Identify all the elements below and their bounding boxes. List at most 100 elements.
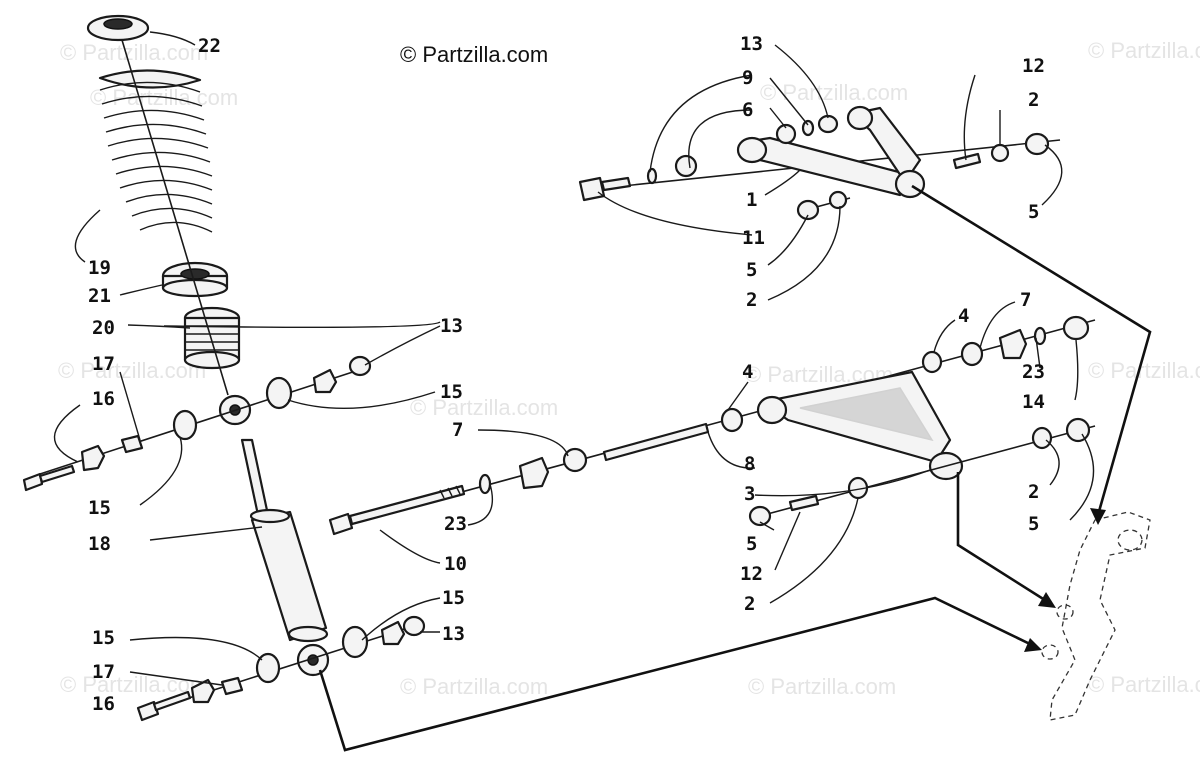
watermark: © Partzilla.com (400, 674, 548, 699)
rubber-bushing-part (341, 625, 369, 659)
watermark: © Partzilla.com (1088, 358, 1200, 383)
callout-17: 17 (92, 353, 115, 375)
bracket-plate-part (312, 368, 338, 394)
nut-part (817, 114, 839, 134)
callout-18: 18 (88, 533, 111, 555)
bushing-part (775, 123, 797, 145)
bushing-part (720, 407, 744, 433)
spring-seat-part (161, 261, 229, 298)
callout-5: 5 (1028, 513, 1039, 535)
bushing-part (562, 447, 588, 473)
callout-15: 15 (440, 381, 463, 403)
callout-23: 23 (1022, 361, 1045, 383)
bracket-plate-part (518, 456, 550, 490)
watermark: © Partzilla.com (60, 40, 208, 65)
callout-20: 20 (92, 317, 115, 339)
bushing-part (674, 154, 698, 178)
callout-2: 2 (1028, 89, 1039, 111)
pivot-sleeve-part (788, 494, 820, 512)
nut-part (1024, 132, 1050, 156)
spring-cap-part (86, 14, 150, 42)
callout-11: 11 (742, 227, 765, 249)
washer-part (1033, 326, 1047, 346)
callout-16: 16 (92, 388, 115, 410)
watermark: © Partzilla.com (760, 80, 908, 105)
pivot-sleeve-part (952, 152, 982, 170)
callout-5: 5 (746, 259, 757, 281)
callout-2: 2 (1028, 481, 1039, 503)
callout-2: 2 (746, 289, 757, 311)
rubber-bushing-part (172, 409, 198, 441)
adjuster-collar-part (183, 306, 241, 370)
callout-6: 6 (742, 99, 753, 121)
callout-7: 7 (1020, 289, 1031, 311)
watermark: © Partzilla.com (1088, 38, 1200, 63)
callout-15: 15 (88, 497, 111, 519)
callout-15: 15 (442, 587, 465, 609)
rubber-bushing-part (265, 376, 293, 410)
callout-5: 5 (1028, 201, 1039, 223)
rubber-bushing-part (255, 652, 281, 684)
nut-part (1062, 315, 1090, 341)
bushing-part (1031, 426, 1053, 450)
callout-5: 5 (746, 533, 757, 555)
callout-19: 19 (88, 257, 111, 279)
callout-17: 17 (92, 661, 115, 683)
upper-a-arm-assembly (578, 105, 1061, 221)
bushing-part (120, 434, 144, 454)
nut-part (348, 355, 372, 377)
washer-part (646, 167, 658, 185)
bolt-part (136, 700, 160, 722)
nut-part (1065, 417, 1091, 443)
callout-13: 13 (740, 33, 763, 55)
watermark: © Partzilla.com (748, 674, 896, 699)
bracket-plate-part (998, 328, 1028, 360)
pivot-sleeve-part (602, 422, 710, 462)
bushing-part (828, 190, 848, 210)
callout-23: 23 (444, 513, 467, 535)
bolt-part (22, 464, 76, 492)
leader-lines (53, 31, 1095, 686)
bushing-part (921, 350, 943, 374)
shock-bottom-eye-part (296, 643, 330, 677)
callout-13: 13 (442, 623, 465, 645)
bolt-part (152, 690, 192, 712)
washer-part (801, 119, 815, 137)
shock-absorber-part (240, 438, 329, 643)
nut-part (402, 615, 426, 637)
watermark: © Partzilla.com (1088, 672, 1200, 697)
watermark: © Partzilla.com (58, 358, 206, 383)
callout-2: 2 (744, 593, 755, 615)
bracket-plate-part (80, 444, 106, 472)
coil-spring-part (98, 69, 213, 233)
watermark: © Partzilla.com (410, 395, 558, 420)
callout-8: 8 (744, 453, 755, 475)
lower-a-arm-part (756, 370, 964, 481)
callout-9: 9 (742, 67, 753, 89)
callout-10: 10 (444, 553, 467, 575)
callout-15: 15 (92, 627, 115, 649)
bracket-plate-part (190, 678, 216, 704)
bolt-head-part (796, 199, 820, 221)
callout-14: 14 (1022, 391, 1045, 413)
bushing-part (220, 676, 244, 696)
assembly-arrows (318, 184, 1152, 752)
long-bolt-part (328, 484, 466, 536)
bolt-head-part (748, 505, 772, 527)
spindle-outline (1041, 511, 1151, 721)
callout-12: 12 (740, 563, 763, 585)
bushing-part (960, 341, 984, 367)
callout-21: 21 (88, 285, 111, 307)
callout-4: 4 (742, 361, 753, 383)
lower-a-arm-assembly (328, 315, 1096, 536)
upper-a-arm-part (736, 105, 926, 199)
callout-22: 22 (198, 35, 221, 57)
upper-shock-mount-hardware (22, 355, 372, 492)
callout-numbers: 22 19 21 20 17 16 15 18 15 17 16 13 15 1… (88, 33, 1045, 715)
bolt-part (578, 176, 632, 202)
bushing-part (990, 143, 1010, 163)
callout-1: 1 (746, 189, 757, 211)
lower-shock-mount-hardware (136, 615, 426, 722)
